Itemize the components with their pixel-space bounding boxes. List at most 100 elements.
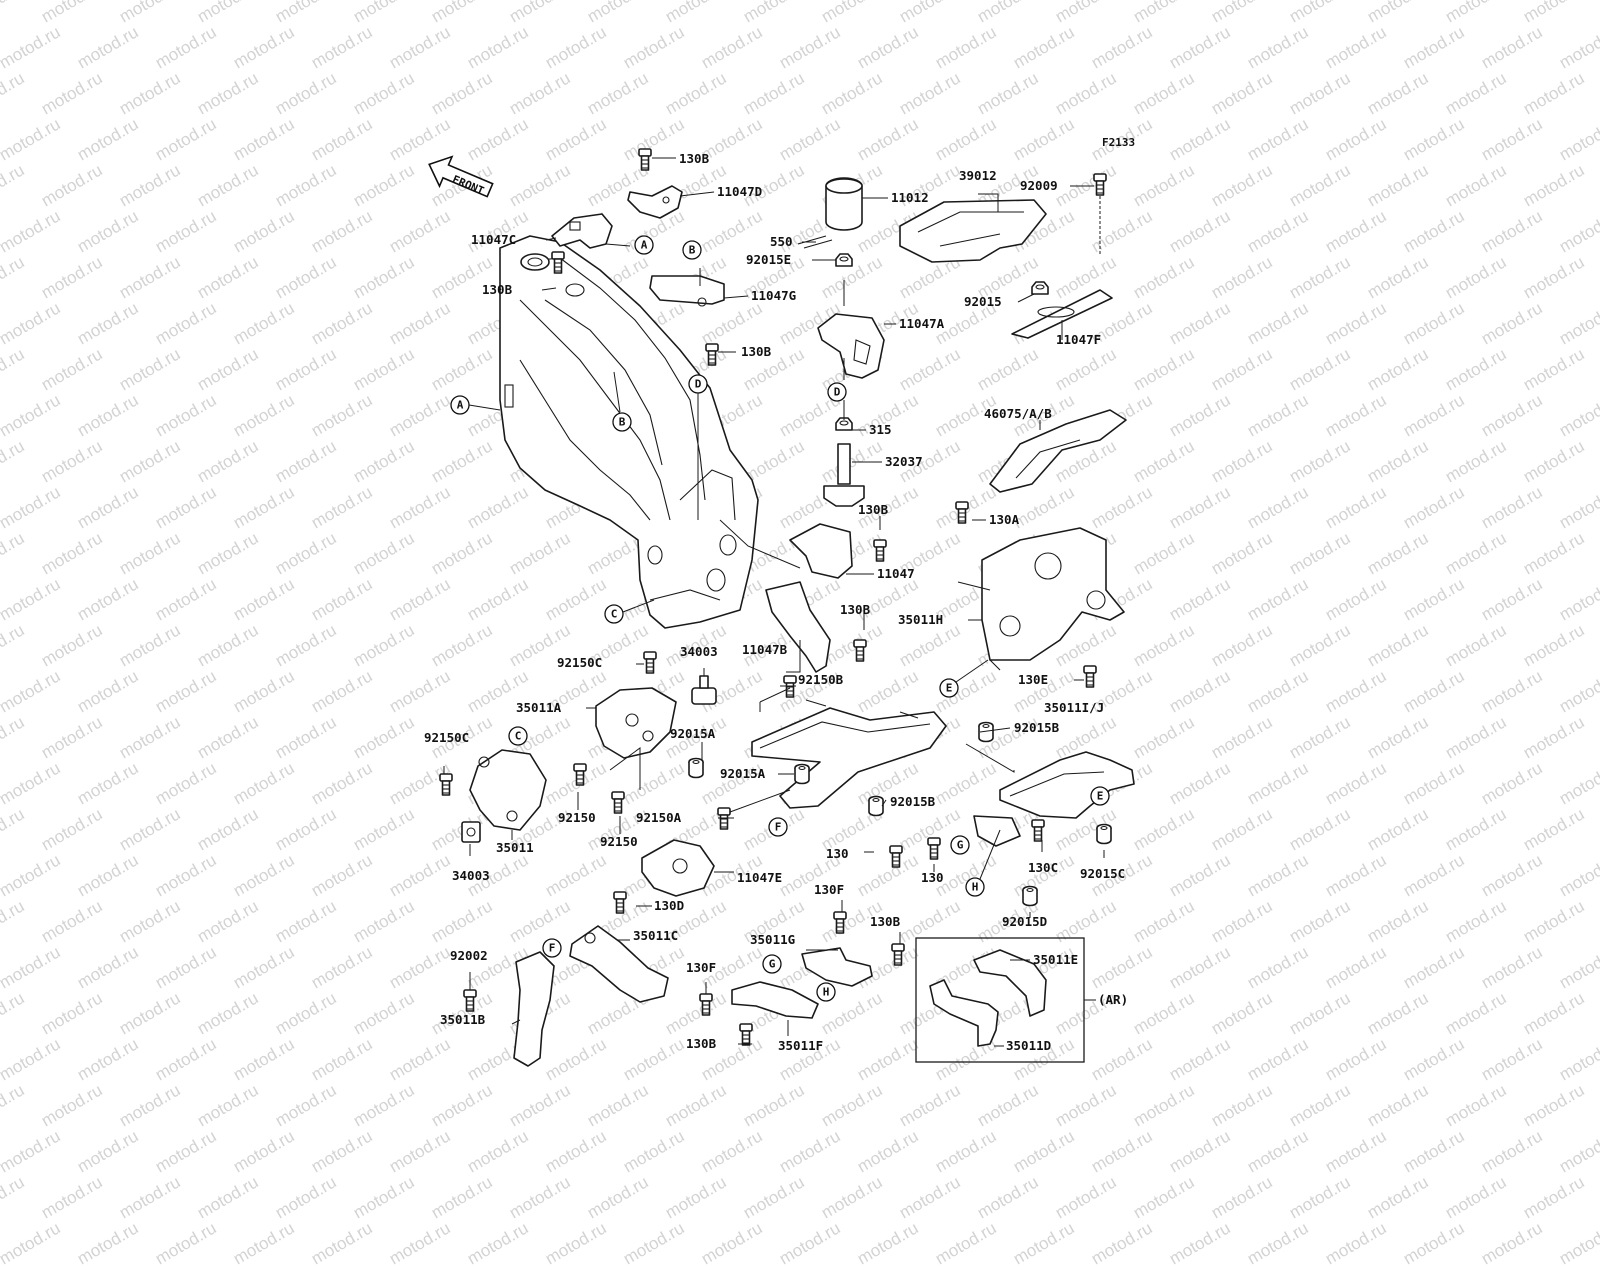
connector-c-2: C — [508, 726, 528, 746]
main-frame — [499, 235, 759, 629]
callout-92015a-a: 92015A — [670, 726, 716, 741]
connector-d-2: D — [827, 382, 847, 402]
callout-11047e: 11047E — [737, 870, 782, 885]
callout-46075ab: 46075/A/B — [984, 406, 1052, 421]
svg-text:G: G — [957, 839, 964, 852]
callout-labels: 130B 11047D 11047C 130B 11047G 130B 1101… — [424, 151, 1128, 1053]
callout-11047f: 11047F — [1056, 332, 1101, 347]
callout-92150-a: 92150 — [558, 810, 596, 825]
connector-c-1: C — [604, 604, 624, 624]
watermark-text: motod.ru — [1478, 1218, 1546, 1269]
watermark-text: motod.ru — [776, 1218, 844, 1269]
leader-lines — [443, 157, 1105, 1047]
callout-92150b: 92150B — [798, 672, 844, 687]
watermark-text: motod.ru — [308, 1218, 376, 1269]
connector-g-1: G — [950, 835, 970, 855]
callout-130b-d: 130B — [858, 502, 889, 517]
callout-130d: 130D — [654, 898, 684, 913]
bracket-35011c — [569, 925, 669, 1003]
svg-text:D: D — [834, 386, 841, 399]
connector-letters: A A B B C C D D E E F F G G H H — [450, 235, 1110, 1002]
svg-text:E: E — [1097, 790, 1104, 803]
bracket-35011d — [929, 979, 999, 1047]
svg-text:B: B — [619, 416, 626, 429]
callout-11012: 11012 — [891, 190, 929, 205]
callout-130-b: 130 — [921, 870, 944, 885]
bracket-11047f — [1011, 289, 1113, 339]
watermark-text: motod.ru — [1244, 1218, 1312, 1269]
callout-35011ij: 35011I/J — [1044, 700, 1104, 715]
callout-11047: 11047 — [877, 566, 915, 581]
callout-130f-a: 130F — [814, 882, 844, 897]
watermark-text: motod.ru — [74, 1218, 142, 1269]
callout-130a: 130A — [989, 512, 1020, 527]
watermark-text: motod.ru — [1166, 1218, 1234, 1269]
callout-34003-a: 34003 — [680, 644, 718, 659]
callout-35011f: 35011F — [778, 1038, 823, 1053]
callout-92150c-a: 92150C — [557, 655, 602, 670]
callout-35011: 35011 — [496, 840, 534, 855]
callout-92009: 92009 — [1020, 178, 1058, 193]
callout-35011c: 35011C — [633, 928, 678, 943]
svg-text:A: A — [457, 399, 464, 412]
callout-130b-c: 130B — [741, 344, 772, 359]
watermark-text: motod.ru — [464, 1218, 532, 1269]
callout-92150-b: 92150 — [600, 834, 638, 849]
collar-34003-a — [691, 675, 717, 705]
svg-text:C: C — [515, 730, 522, 743]
connector-b-1: B — [682, 240, 702, 260]
callout-315: 315 — [869, 422, 892, 437]
watermark-text: motod.ru — [1088, 1218, 1156, 1269]
bracket-11047e — [641, 839, 715, 897]
callout-130e: 130E — [1018, 672, 1048, 687]
svg-text:E: E — [946, 682, 953, 695]
watermark-text: motod.ru — [230, 1218, 298, 1269]
svg-text:C: C — [611, 608, 618, 621]
collar-34003-b — [461, 821, 481, 843]
callout-130-a: 130 — [826, 846, 849, 861]
rubber-cap-11012 — [825, 177, 863, 231]
bracket-11047 — [789, 523, 853, 579]
watermark-text: motod.ru — [932, 1218, 1000, 1269]
callout-130b-f: 130B — [870, 914, 901, 929]
callout-35011b: 35011B — [440, 1012, 486, 1027]
connector-d-1: D — [688, 374, 708, 394]
bracket-11047d — [627, 148, 683, 219]
cover-46075 — [989, 409, 1127, 493]
callout-130b-a: 130B — [679, 151, 710, 166]
connector-e-2: E — [1090, 786, 1110, 806]
callout-130b-b: 130B — [482, 282, 513, 297]
bracket-35011 — [469, 749, 547, 831]
callout-11047a: 11047A — [899, 316, 945, 331]
watermark-text: motod.ru — [854, 1218, 922, 1269]
callout-92015: 92015 — [964, 294, 1002, 309]
callout-130b-e: 130B — [840, 602, 871, 617]
callout-92002: 92002 — [450, 948, 488, 963]
front-arrow: FRONT — [428, 155, 494, 198]
svg-text:F: F — [775, 821, 782, 834]
bracket-35011f — [731, 981, 819, 1019]
callout-35011h: 35011H — [898, 612, 943, 627]
bracket-11047a — [817, 313, 885, 379]
crossmember-35011j — [999, 751, 1135, 819]
callout-35011e: 35011E — [1033, 952, 1078, 967]
callout-34003-b: 34003 — [452, 868, 490, 883]
callout-92150a: 92150A — [636, 810, 682, 825]
watermark-text: motod.ru — [620, 1218, 688, 1269]
callout-11047d: 11047D — [717, 184, 762, 199]
bracket-35011a — [595, 687, 677, 759]
connector-f-1: F — [768, 817, 788, 837]
connector-h-2: H — [816, 982, 836, 1002]
watermark-text: motod.ru — [542, 1218, 610, 1269]
callout-130f-b: 130F — [686, 960, 716, 975]
callout-92015b-a: 92015B — [1014, 720, 1060, 735]
connector-f-2: F — [542, 938, 562, 958]
reference-code: F2133 — [1102, 136, 1135, 149]
bracket-11047g — [649, 275, 725, 366]
watermark-text: motod.ru — [1322, 1218, 1390, 1269]
callout-11047b: 11047B — [742, 642, 788, 657]
connector-h-1: H — [965, 877, 985, 897]
watermark-text: motod.ru — [0, 1218, 64, 1269]
svg-text:F: F — [549, 942, 556, 955]
svg-text:G: G — [769, 958, 776, 971]
